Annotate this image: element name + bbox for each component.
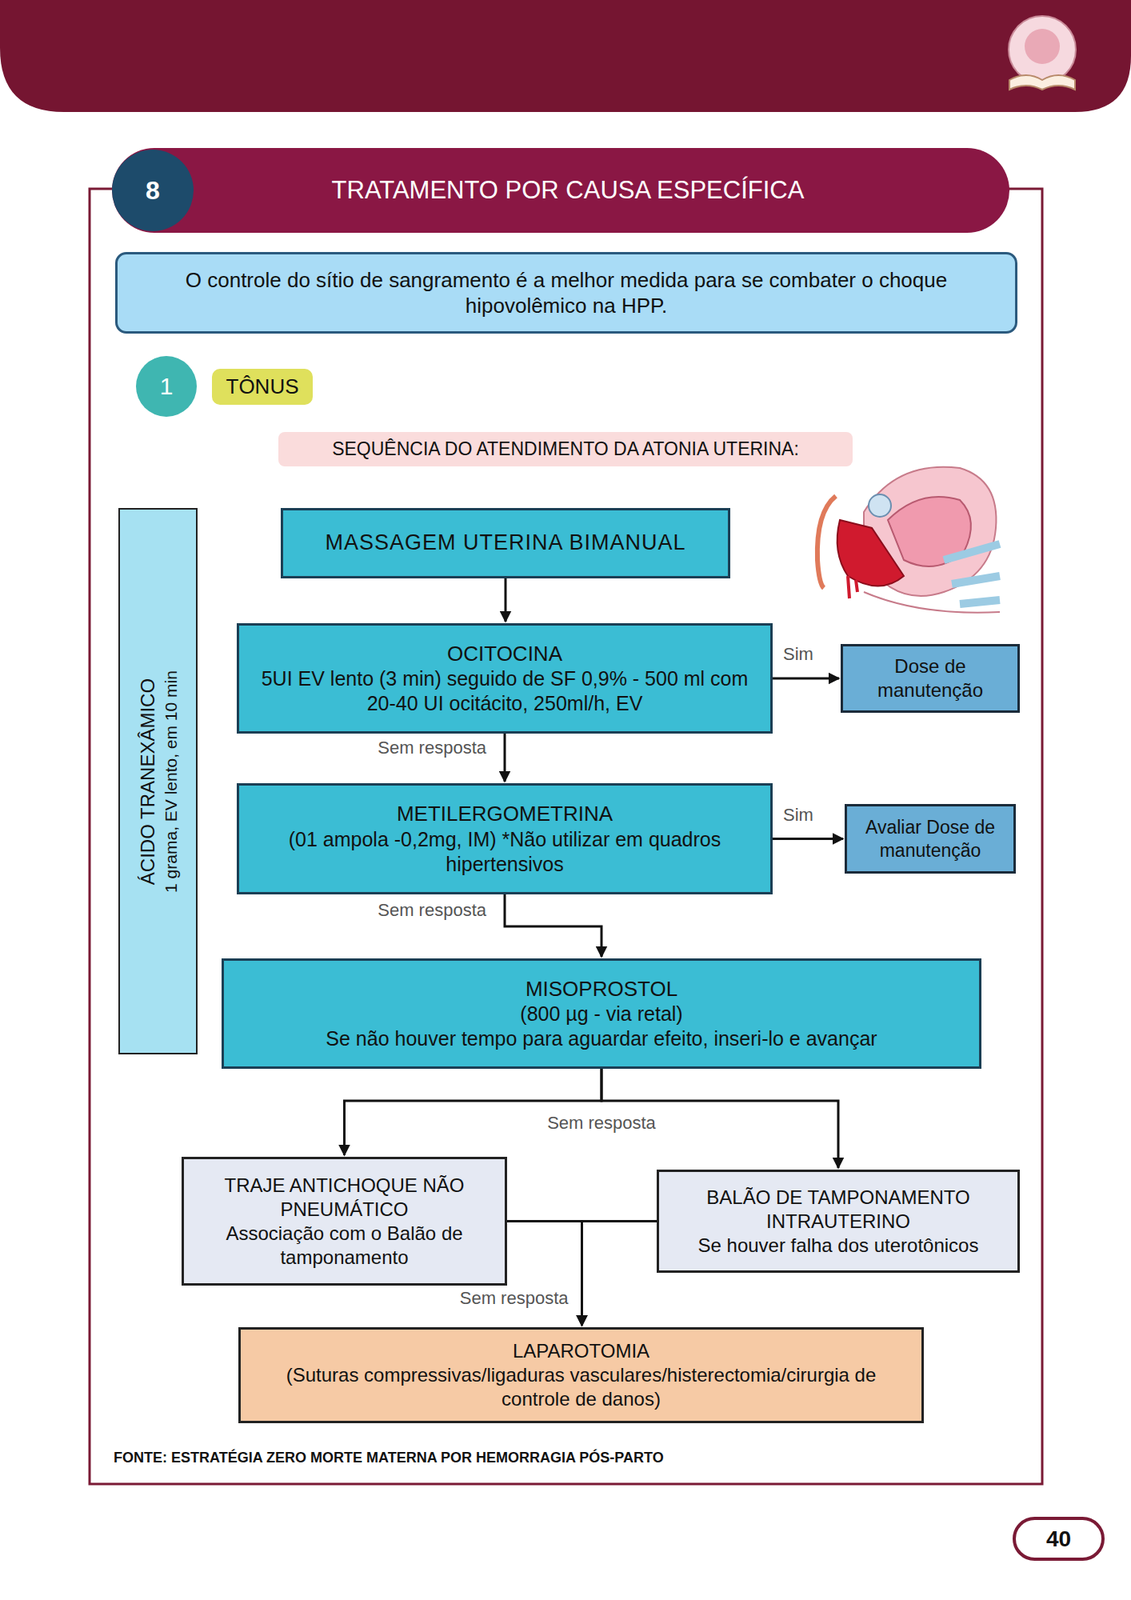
flow-arrow — [507, 1221, 583, 1327]
node-heading: TÔNUS — [226, 373, 300, 400]
flow-arrow — [504, 578, 508, 622]
topic-tag: TÔNUS — [211, 368, 313, 405]
node-heading: Dose de manutenção — [852, 654, 1008, 703]
title-band — [111, 147, 1010, 233]
section-number: 8 — [111, 149, 194, 232]
rotated-text-holder: ÁCIDO TRANEXÂMICO1 grama, EV lento, em 1… — [134, 515, 181, 1047]
flow-arrow — [582, 1221, 658, 1327]
header-bar — [0, 0, 1131, 112]
page-number: 40 — [1012, 1516, 1105, 1561]
node-heading: BALÃO DE TAMPONAMENTO INTRAUTERINO — [668, 1185, 1008, 1234]
process-box: METILERGOMETRINA(01 ampola -0,2mg, IM) *… — [236, 783, 773, 895]
logo-icon — [1008, 15, 1076, 90]
node-heading: 8 — [145, 174, 160, 207]
node-heading: TRAJE ANTICHOQUE NÃO PNEUMÁTICO — [193, 1173, 496, 1222]
node-body: Se não houver tempo para aguardar efeito… — [325, 1026, 877, 1052]
side-band: ÁCIDO TRANEXÂMICO1 grama, EV lento, em 1… — [118, 507, 198, 1055]
node-heading: SEQUÊNCIA DO ATENDIMENTO DA ATONIA UTERI… — [331, 437, 800, 461]
process-box: TRAJE ANTICHOQUE NÃO PNEUMÁTICOAssociaçã… — [181, 1156, 508, 1286]
node-heading: Avaliar Dose de manutenção — [856, 815, 1004, 863]
node-body: (01 ampola -0,2mg, IM) *Não utilizar em … — [248, 827, 761, 878]
node-heading: OCITOCINA — [447, 640, 563, 668]
section-title: TRATAMENTO POR CAUSA ESPECÍFICA — [207, 174, 928, 207]
node-body: Se houver falha dos uterotônicos — [698, 1233, 980, 1258]
edge-label: Sim — [780, 805, 816, 825]
final-box: LAPAROTOMIA(Suturas compressivas/ligadur… — [238, 1326, 924, 1423]
flow-arrow — [772, 677, 840, 680]
edge-label: Sem resposta — [457, 1288, 572, 1308]
flow-arrow — [503, 733, 507, 782]
edge-label: Sem resposta — [375, 900, 489, 920]
node-heading: 40 — [1046, 1524, 1072, 1553]
node-heading: LAPAROTOMIA — [512, 1338, 650, 1363]
result-box: Dose de manutenção — [840, 643, 1020, 713]
flow-arrow — [344, 1068, 603, 1155]
note-box: O controle do sítio de sangramento é a m… — [115, 251, 1018, 334]
result-box: Avaliar Dose de manutenção — [844, 803, 1016, 874]
process-box: MISOPROSTOL(800 µg - via retal)Se não ho… — [221, 958, 982, 1069]
uterus-illustration — [817, 467, 1000, 613]
node-heading: ÁCIDO TRANEXÂMICO — [134, 515, 160, 1047]
flow-arrow — [772, 837, 844, 840]
node-body: Associação com o Balão de tamponamento — [193, 1221, 496, 1270]
node-heading: O controle do sítio de sangramento é a m… — [149, 267, 984, 320]
node-heading: 1 — [159, 371, 174, 402]
source-note: FONTE: ESTRATÉGIA ZERO MORTE MATERNA POR… — [113, 1449, 664, 1467]
edge-label: Sim — [780, 644, 816, 664]
node-body: 1 grama, EV lento, em 10 min — [159, 515, 181, 1047]
sequence-heading: SEQUÊNCIA DO ATENDIMENTO DA ATONIA UTERI… — [278, 431, 853, 467]
edge-label: Sem resposta — [544, 1113, 659, 1133]
node-body: (800 µg - via retal) — [519, 1001, 683, 1027]
node-body: (Suturas compressivas/ligaduras vascular… — [250, 1362, 912, 1411]
node-body: 5UI EV lento (3 min) seguido de SF 0,9% … — [248, 666, 761, 717]
flow-arrow — [504, 894, 602, 957]
node-heading: METILERGOMETRINA — [396, 800, 613, 828]
node-heading: MISOPROSTOL — [525, 975, 678, 1003]
process-box: BALÃO DE TAMPONAMENTO INTRAUTERINOSe hou… — [656, 1169, 1020, 1273]
process-box: OCITOCINA5UI EV lento (3 min) seguido de… — [236, 623, 773, 734]
outer-frame — [89, 188, 1043, 1484]
node-heading: MASSAGEM UTERINA BIMANUAL — [324, 529, 686, 557]
callout-number: 1 — [135, 355, 197, 417]
edge-label: Sem resposta — [375, 738, 489, 758]
process-box: MASSAGEM UTERINA BIMANUAL — [280, 507, 731, 579]
